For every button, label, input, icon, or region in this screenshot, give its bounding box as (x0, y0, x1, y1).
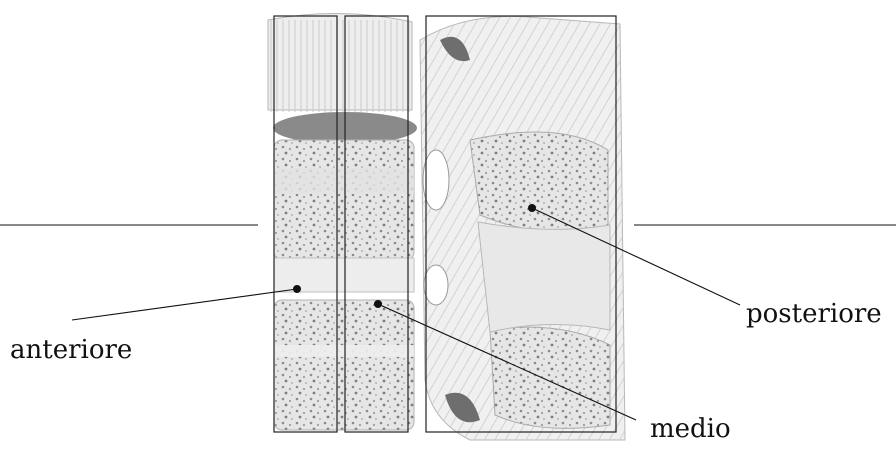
middle-label: medio (650, 414, 731, 444)
anterior-marker-dot (293, 285, 301, 293)
foramen-upper (423, 150, 449, 210)
posterior-marker-dot (528, 204, 536, 212)
anterior-label: anteriore (10, 335, 132, 365)
vertebral-body-lower (274, 300, 414, 430)
spinous-process-lower (490, 327, 610, 428)
vertebral-body-upper (274, 140, 414, 260)
foramen-lower (424, 265, 448, 305)
middle-marker-dot (374, 300, 382, 308)
anterior-leader-line (72, 289, 297, 320)
posterior-label: posteriore (746, 299, 882, 329)
spinous-process-upper (470, 132, 608, 233)
